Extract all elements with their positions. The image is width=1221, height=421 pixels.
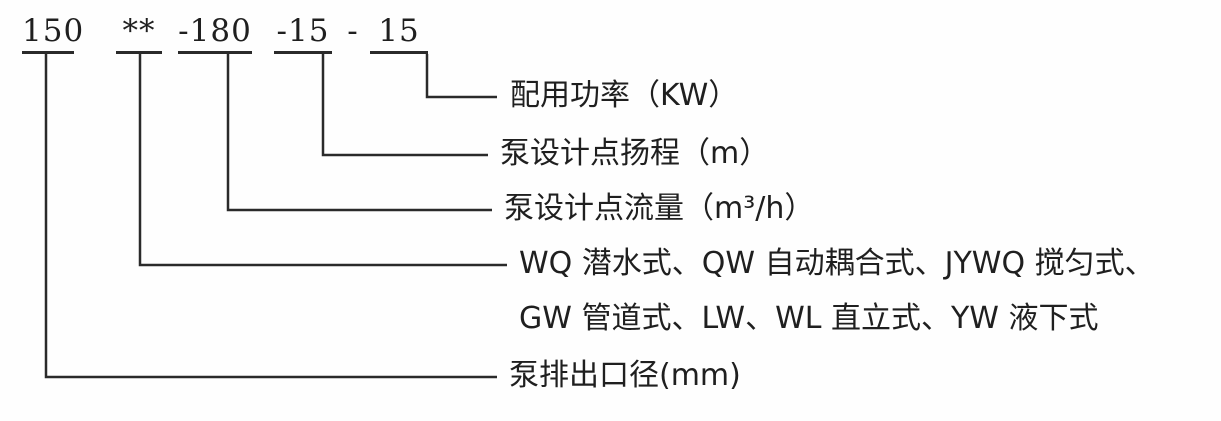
line-outlet-diameter bbox=[44, 54, 497, 379]
code-segment-type: ** bbox=[116, 12, 162, 54]
code-segment-hyphen: - bbox=[347, 13, 359, 49]
label-design-head: 泵设计点扬程（m） bbox=[500, 136, 770, 171]
code-segment-diameter: 150 bbox=[22, 12, 83, 54]
code-segment-flow: -180 bbox=[178, 12, 252, 54]
line-flow bbox=[226, 54, 492, 212]
label-pump-type-line2: GW 管道式、LW、WL 直立式、YW 液下式 bbox=[519, 301, 1099, 336]
label-outlet-diameter: 泵排出口径(mm) bbox=[509, 358, 741, 393]
label-rated-power: 配用功率（KW） bbox=[510, 78, 739, 113]
code-segment-head: -15 bbox=[274, 12, 332, 54]
line-power bbox=[425, 54, 497, 99]
label-design-flow: 泵设计点流量（m³/h） bbox=[504, 191, 815, 226]
label-pump-type-line1: WQ 潜水式、QW 自动耦合式、JYWQ 搅匀式、 bbox=[519, 246, 1155, 281]
line-head bbox=[321, 54, 488, 157]
line-pump-type bbox=[138, 54, 507, 267]
code-segment-power: 15 bbox=[370, 12, 428, 54]
